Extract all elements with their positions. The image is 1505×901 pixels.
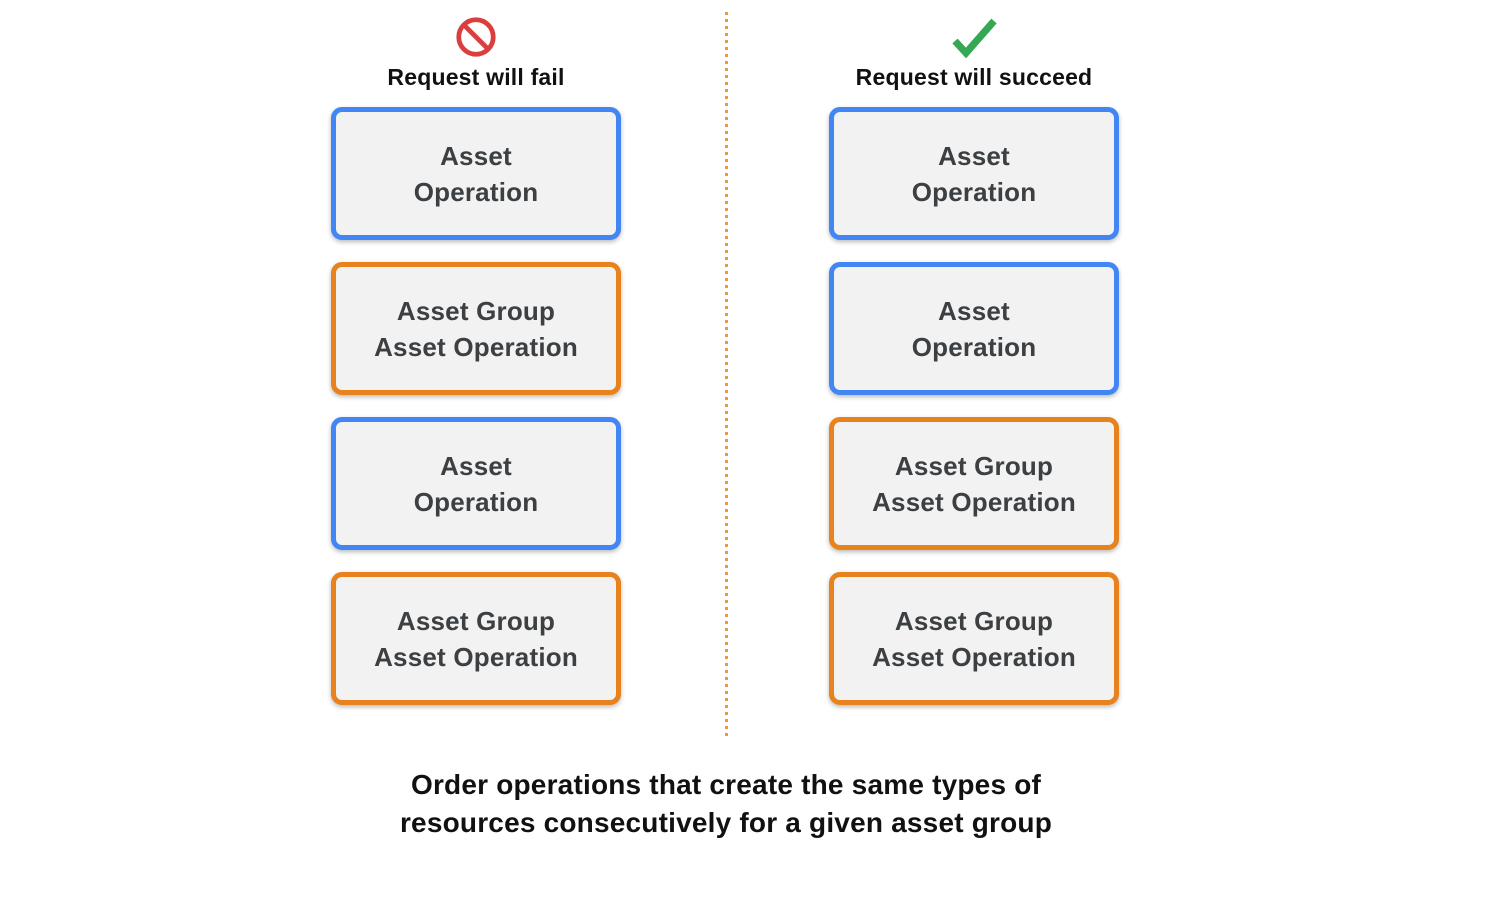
box-label-line: Asset <box>440 140 512 171</box>
box-label-line: Asset Group <box>396 605 556 636</box>
flow-box-asset-group-asset-operation: Asset Group Asset Operation <box>829 417 1119 550</box>
box-label-line: Asset Group <box>894 450 1054 481</box>
caption: Order operations that create the same ty… <box>0 766 1452 842</box>
fail-column: Request will fail Asset Operation Asset … <box>331 14 621 727</box>
box-label-line: Operation <box>911 176 1037 207</box>
succeed-column: Request will succeed Asset Operation Ass… <box>829 14 1119 727</box>
flow-box-asset-operation: Asset Operation <box>829 107 1119 240</box>
box-label-line: Asset Operation <box>872 641 1076 672</box>
flow-box-asset-group-asset-operation: Asset Group Asset Operation <box>331 572 621 705</box>
flow-box-asset-group-asset-operation: Asset Group Asset Operation <box>331 262 621 395</box>
checkmark-icon <box>946 14 1002 60</box>
box-label-line: Asset <box>938 295 1010 326</box>
flow-box-asset-operation: Asset Operation <box>331 107 621 240</box>
fail-column-title: Request will fail <box>387 64 565 90</box>
caption-line-2: resources consecutively for a given asse… <box>399 807 1053 838</box>
box-label-line: Operation <box>413 176 539 207</box>
box-label-line: Asset Operation <box>872 486 1076 517</box>
box-label-line: Asset Operation <box>374 641 578 672</box>
box-label-line: Asset Group <box>396 295 556 326</box>
succeed-column-title: Request will succeed <box>855 64 1093 90</box>
box-label-line: Asset <box>938 140 1010 171</box>
no-symbol-icon <box>454 14 498 60</box>
flow-box-asset-operation: Asset Operation <box>331 417 621 550</box>
box-label-line: Asset <box>440 450 512 481</box>
flow-box-asset-operation: Asset Operation <box>829 262 1119 395</box>
caption-line-1: Order operations that create the same ty… <box>410 769 1042 800</box>
box-label-line: Operation <box>911 331 1037 362</box>
flow-box-asset-group-asset-operation: Asset Group Asset Operation <box>829 572 1119 705</box>
box-label-line: Asset Operation <box>374 331 578 362</box>
box-label-line: Operation <box>413 486 539 517</box>
box-label-line: Asset Group <box>894 605 1054 636</box>
column-divider <box>725 12 728 736</box>
